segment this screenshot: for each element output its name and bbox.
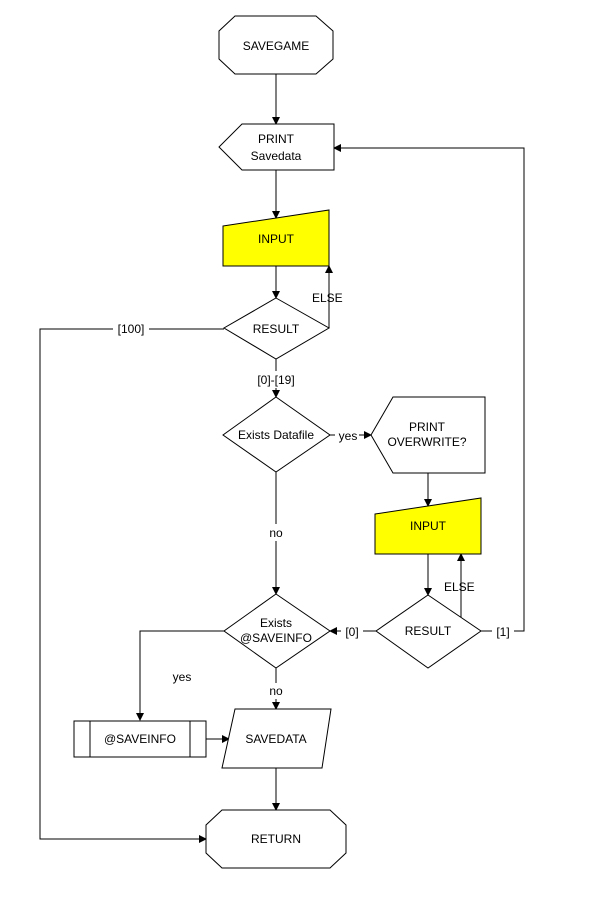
node-savegame-start: SAVEGAME bbox=[218, 15, 334, 75]
label-bg-no-1 bbox=[265, 524, 287, 541]
label-else-1: ELSE bbox=[312, 291, 343, 305]
node-label: SAVEDATA bbox=[245, 732, 306, 746]
label-no-1: no bbox=[269, 526, 283, 540]
node-print-overwrite: PRINT OVERWRITE? bbox=[370, 396, 486, 474]
node-label-line1: PRINT bbox=[258, 132, 295, 146]
label-yes-1: yes bbox=[339, 429, 358, 443]
display-shape bbox=[218, 123, 335, 171]
label-no-2: no bbox=[269, 684, 283, 698]
terminator-shape bbox=[205, 809, 347, 869]
node-return-end: RETURN bbox=[205, 809, 347, 869]
node-input-1: INPUT bbox=[222, 209, 330, 267]
manual-input-shape bbox=[374, 497, 482, 555]
node-input-2: INPUT bbox=[374, 497, 482, 555]
label-else-2: ELSE bbox=[444, 580, 475, 594]
label-bg-0-19 bbox=[252, 371, 300, 388]
label-bg-yes-1 bbox=[335, 428, 359, 443]
node-saveinfo-call: @SAVEINFO bbox=[73, 720, 207, 758]
label-bg-0 bbox=[341, 623, 363, 640]
node-exists-datafile: Exists Datafile bbox=[222, 396, 331, 473]
label-bg-no-2 bbox=[265, 683, 287, 699]
subroutine-shape bbox=[73, 720, 207, 758]
node-label: INPUT bbox=[258, 232, 295, 246]
manual-input-shape bbox=[222, 209, 330, 267]
label-0-19: [0]-[19] bbox=[257, 373, 294, 387]
node-label: RETURN bbox=[251, 832, 301, 846]
edge-result2-1-loop bbox=[333, 144, 525, 632]
node-label-line2: @SAVEINFO bbox=[240, 631, 312, 645]
node-print-savedata: PRINT Savedata bbox=[218, 123, 335, 171]
label-yes-2: yes bbox=[173, 670, 192, 684]
decision-shape bbox=[223, 593, 331, 669]
node-label: RESULT bbox=[253, 322, 300, 336]
node-label: INPUT bbox=[410, 519, 447, 533]
display-shape bbox=[370, 396, 486, 474]
label-bg-100 bbox=[113, 320, 149, 337]
node-label: Exists Datafile bbox=[238, 428, 314, 442]
node-label-line2: OVERWRITE? bbox=[387, 435, 466, 449]
node-label: RESULT bbox=[405, 624, 452, 638]
label-100: [100] bbox=[118, 322, 145, 336]
decision-shape bbox=[222, 396, 331, 473]
terminator-shape bbox=[218, 15, 334, 75]
node-savedata: SAVEDATA bbox=[221, 708, 332, 769]
edge-exists-saveinfo-yes bbox=[136, 630, 224, 721]
node-label-line1: PRINT bbox=[409, 420, 446, 434]
node-label-line2: Savedata bbox=[251, 149, 302, 163]
node-label: SAVEGAME bbox=[243, 39, 309, 53]
decision-shape bbox=[223, 297, 331, 360]
node-exists-saveinfo: Exists @SAVEINFO bbox=[223, 593, 331, 669]
edge-result-100-to-return bbox=[39, 328, 224, 843]
edge-labels: ELSE [100] [0]-[19] yes no ELSE [0] [1] … bbox=[113, 291, 514, 699]
decision-shape bbox=[375, 594, 482, 669]
node-result-2: RESULT bbox=[375, 594, 482, 669]
label-bg-1 bbox=[492, 623, 514, 640]
label-1: [1] bbox=[496, 625, 509, 639]
node-label: @SAVEINFO bbox=[104, 732, 176, 746]
label-0: [0] bbox=[345, 625, 358, 639]
data-shape bbox=[221, 708, 332, 769]
node-result-1: RESULT bbox=[223, 297, 331, 360]
node-label-line1: Exists bbox=[260, 616, 292, 630]
